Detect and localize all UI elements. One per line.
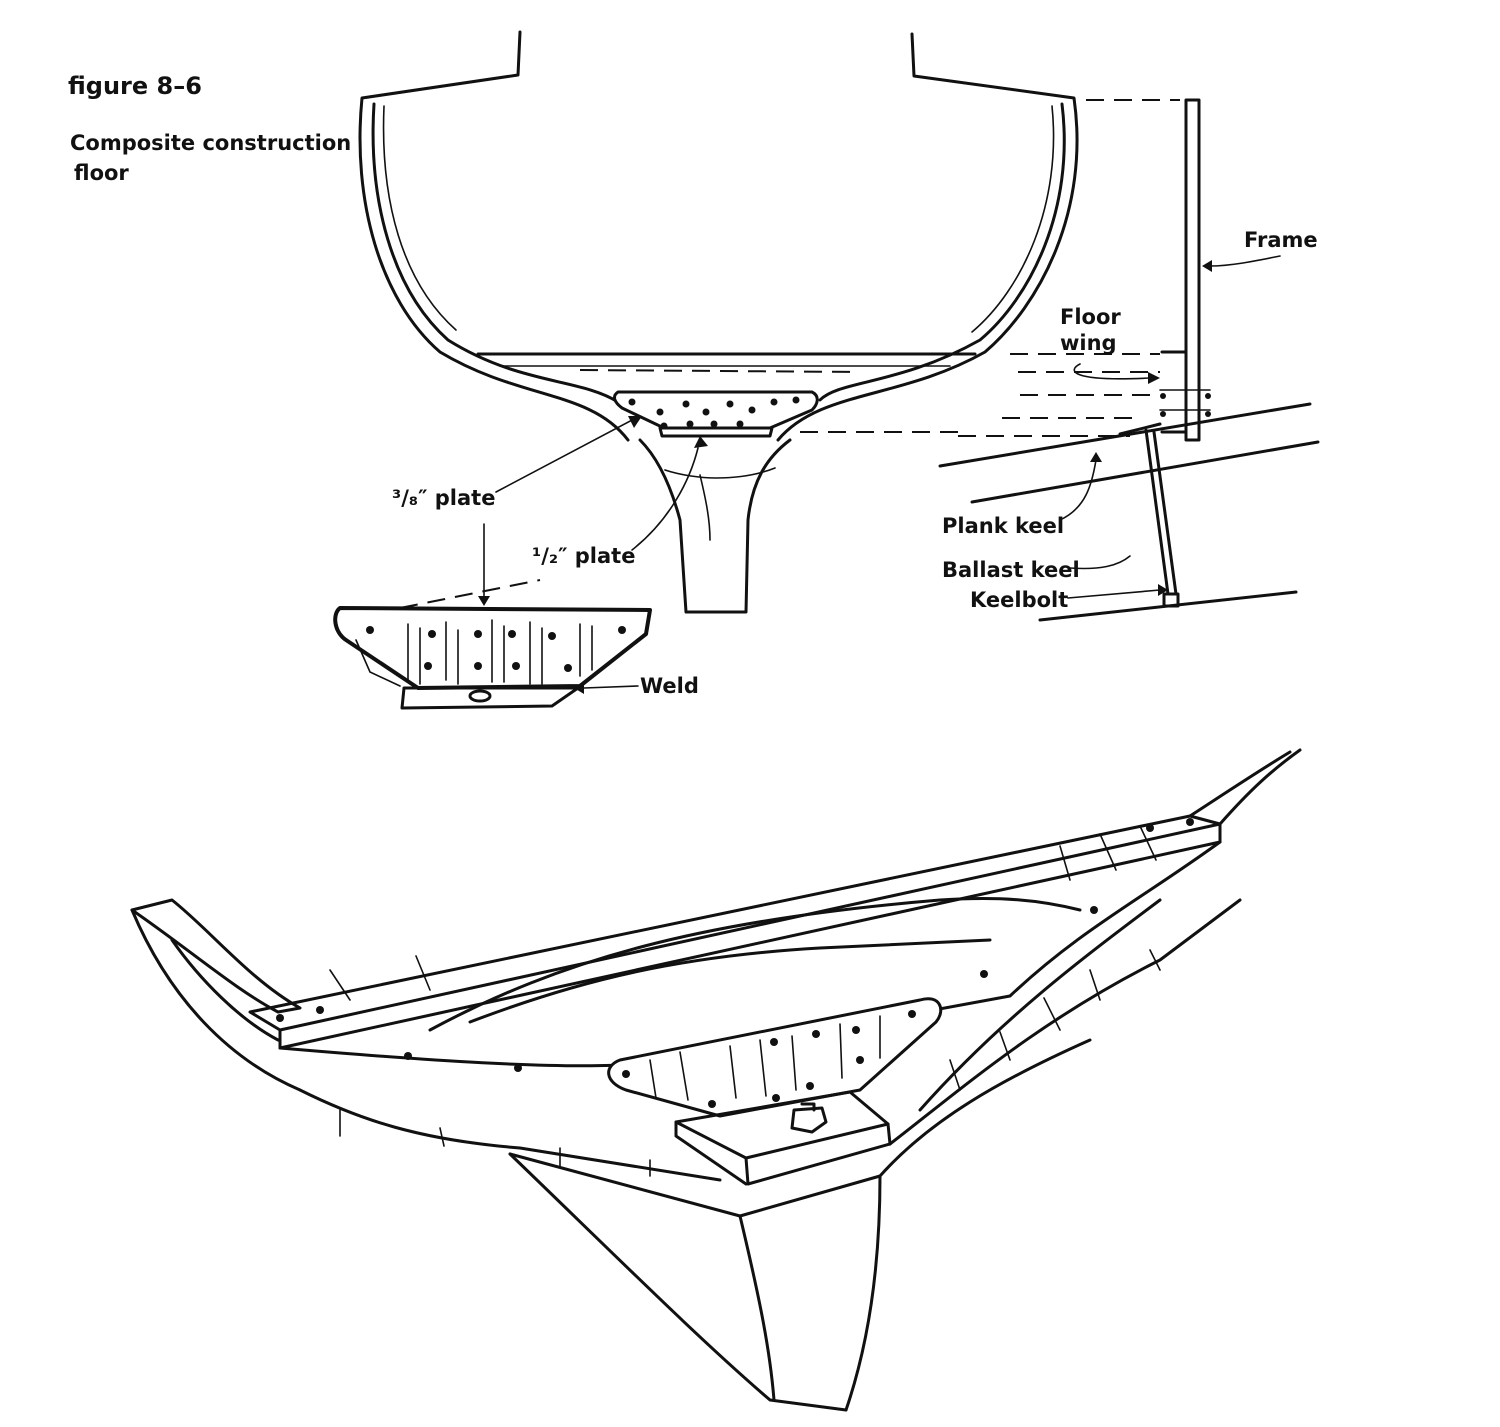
plate-detail-3-8 [333, 606, 652, 690]
plate-detail-holes [366, 626, 626, 672]
floor-bolt-heads [628, 396, 800, 430]
label-3-8-plate: ³/₈″ plate [392, 486, 496, 510]
frame-member [1184, 98, 1201, 442]
label-plank-keel: Plank keel [942, 514, 1065, 538]
hull-inner-line-right [818, 102, 1066, 402]
label-frame: Frame [1244, 228, 1318, 252]
figure-number: figure 8–6 [68, 72, 202, 100]
iso-top-beam [248, 814, 1222, 1032]
iso-keel-fin [508, 1152, 882, 1412]
iso-plate-bolts [404, 906, 1098, 1108]
label-weld: Weld [640, 674, 699, 698]
figure-caption: Composite construction floor [70, 128, 370, 188]
label-keelbolt: Keelbolt [970, 588, 1069, 612]
label-floor-wing: Floor wing [1060, 304, 1121, 356]
label-floor-wing-line1: Floor [1060, 305, 1121, 329]
plate-detail-hatching [407, 619, 593, 685]
iso-plate-hatching [649, 1015, 881, 1101]
fin-keel [638, 438, 792, 614]
hull-outer-line [358, 30, 630, 442]
iso-nut [790, 1106, 828, 1134]
label-1-2-plate: ¹/₂″ plate [532, 544, 636, 568]
keelbolt [1144, 428, 1170, 596]
caption-line-1: Composite construction [70, 131, 352, 155]
caption-line-2: floor [74, 161, 129, 185]
iso-left-frame [130, 898, 302, 1014]
label-ballast-keel: Ballast keel [942, 558, 1080, 582]
hull-outer-line-right [776, 32, 1079, 442]
label-floor-wing-line2: wing [1060, 331, 1117, 355]
plank-keel-line [938, 402, 1312, 468]
hull-inner-line [371, 102, 620, 404]
